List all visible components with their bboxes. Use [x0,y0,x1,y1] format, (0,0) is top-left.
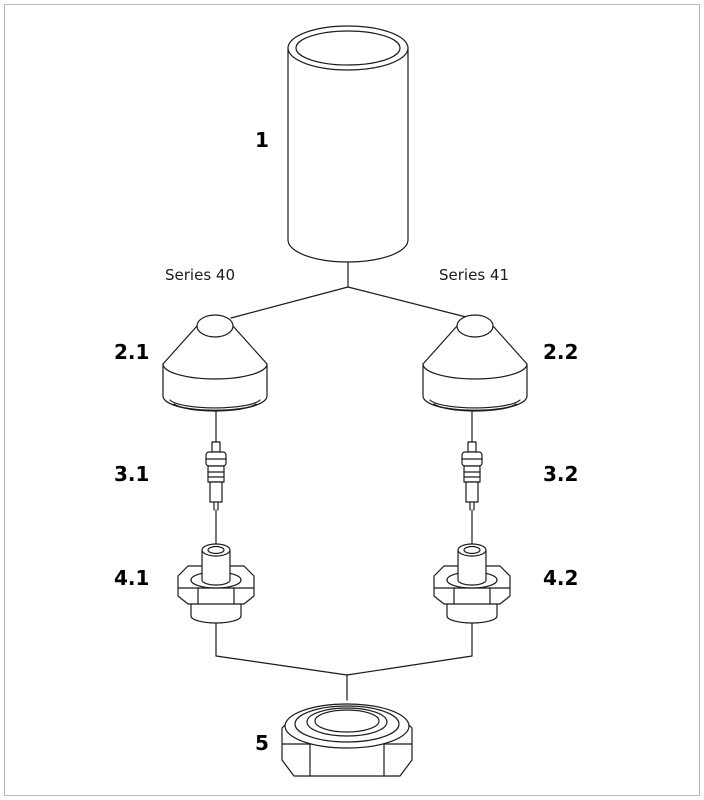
part-3-2-connector [461,441,483,511]
part-3-1-connector [205,441,227,511]
part-5-nut [281,703,413,777]
part-label-4-2: 4.2 [543,566,579,590]
part-label-3-1: 3.1 [114,462,150,486]
part-2-2-cap [422,314,528,412]
series-41-label: Series 41 [439,266,509,284]
part-label-1: 1 [255,128,269,152]
part-label-3-2: 3.2 [543,462,579,486]
connector-lines [215,261,473,701]
part-label-4-1: 4.1 [114,566,150,590]
part-label-2-1: 2.1 [114,340,150,364]
part-4-1-fitting [177,543,255,624]
part-2-1-cap [162,314,268,412]
part-4-2-fitting [433,543,511,624]
part-1-tube [287,25,409,263]
drawing-frame [4,4,700,796]
part-label-2-2: 2.2 [543,340,579,364]
series-40-label: Series 40 [165,266,235,284]
part-label-5: 5 [255,731,269,755]
